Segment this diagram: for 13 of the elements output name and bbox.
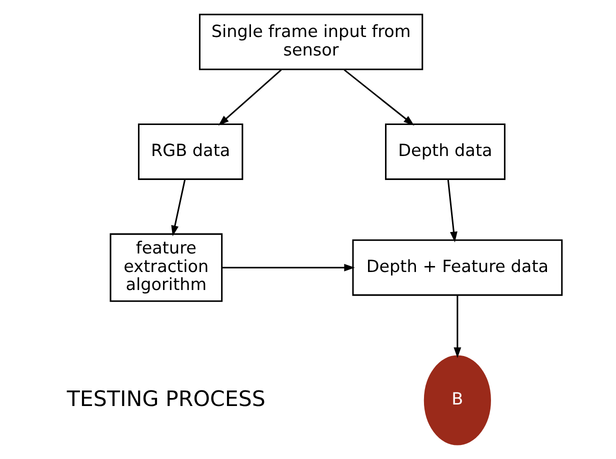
label: TESTING PROCESS xyxy=(66,386,266,412)
arrow xyxy=(344,69,414,126)
arrow xyxy=(222,264,355,272)
node-box: Depth + Feature data xyxy=(352,239,563,296)
node-box: RGB data xyxy=(138,124,244,180)
node-box: feature extraction algorithm xyxy=(110,233,223,302)
node-box: Depth data xyxy=(385,124,506,180)
node-ellipse: B xyxy=(424,355,491,446)
arrow xyxy=(218,69,282,126)
node-box: Single frame input from sensor xyxy=(198,14,424,70)
arrow xyxy=(447,179,458,242)
arrow xyxy=(171,179,186,236)
arrow xyxy=(454,295,462,358)
